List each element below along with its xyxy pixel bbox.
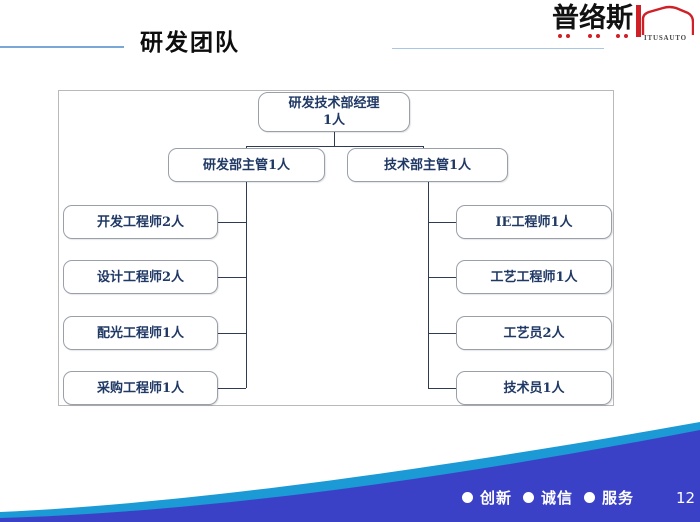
company-logo: 普络斯 ITUSAUTO: [552, 4, 696, 46]
connector-left-branch-1: [218, 222, 246, 223]
org-node-left-1[interactable]: 开发工程师2人: [63, 205, 218, 239]
org-node-right-1[interactable]: IE工程师1人: [456, 205, 612, 239]
connector-left-spine: [246, 182, 247, 388]
org-node-left-4[interactable]: 采购工程师1人: [63, 371, 218, 405]
connector-left-branch-3: [218, 333, 246, 334]
connector-left-branch-2: [218, 277, 246, 278]
org-chart-frame: [58, 90, 614, 406]
org-node-right-3[interactable]: 工艺员2人: [456, 316, 612, 350]
connector-supervisor-bus: [246, 146, 423, 147]
page-title: 研发团队: [140, 30, 240, 56]
connector-right-branch-3: [428, 333, 456, 334]
connector-right-branch-1: [428, 222, 456, 223]
connector-manager-stem: [334, 132, 335, 147]
logo-brand-en: ITUSAUTO: [644, 34, 687, 42]
logo-brand-cn: 普络斯: [552, 3, 633, 34]
org-node-right-2[interactable]: 工艺工程师1人: [456, 260, 612, 294]
org-node-manager-line2: 1人: [322, 113, 346, 128]
org-node-left-3[interactable]: 配光工程师1人: [63, 316, 218, 350]
org-node-supervisor-rd[interactable]: 研发部主管1人: [168, 148, 325, 182]
connector-right-spine: [428, 182, 429, 388]
connector-right-branch-4: [428, 388, 456, 389]
page-number: 12: [676, 489, 696, 507]
header-divider-left: [0, 46, 124, 48]
logo-accent-dots: [554, 34, 634, 40]
connector-right-branch-2: [428, 277, 456, 278]
org-node-manager-line1: 研发技术部经理: [288, 96, 380, 111]
connector-left-branch-4: [218, 388, 246, 389]
header-divider-right: [392, 48, 604, 49]
bullet-icon: [523, 492, 535, 503]
connector-left-supervisor-stem: [246, 146, 247, 149]
bullet-icon: [584, 492, 596, 503]
org-node-manager[interactable]: 研发技术部经理 1人: [258, 92, 410, 132]
org-node-supervisor-tech[interactable]: 技术部主管1人: [347, 148, 508, 182]
org-node-left-2[interactable]: 设计工程师2人: [63, 260, 218, 294]
bullet-icon: [462, 492, 473, 503]
footer-item-2: 诚信: [541, 489, 574, 507]
footer-item-1: 创新: [480, 489, 513, 507]
footer-slogan: 创新 诚信 服务: [462, 487, 638, 508]
truck-icon: [636, 5, 694, 37]
org-node-right-4[interactable]: 技术员1人: [456, 371, 612, 405]
connector-right-supervisor-stem: [423, 146, 424, 149]
footer-item-3: 服务: [602, 489, 635, 507]
